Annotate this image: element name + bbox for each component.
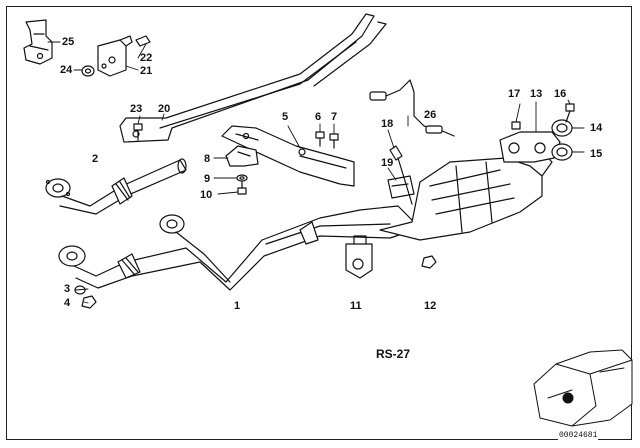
bolt-6-drawing xyxy=(315,131,325,147)
leader-lines xyxy=(47,41,585,304)
clamp-8-drawing xyxy=(225,145,259,167)
callout-7: 7 xyxy=(331,111,338,123)
callout-25: 25 xyxy=(62,36,75,48)
clip-22-drawing xyxy=(135,35,151,47)
bracket-25-drawing xyxy=(23,19,53,65)
gasket-14-drawing xyxy=(551,119,573,137)
nut-4-drawing xyxy=(81,295,97,309)
callout-5: 5 xyxy=(282,111,289,123)
hanger-5-drawing xyxy=(221,125,355,187)
callout-8: 8 xyxy=(204,153,211,165)
bracket-21-drawing xyxy=(97,35,133,77)
callout-10: 10 xyxy=(200,189,213,201)
front-pipe-2-drawing xyxy=(45,158,187,215)
clamp-19-drawing xyxy=(387,175,415,199)
callout-18: 18 xyxy=(381,118,394,130)
callout-2: 2 xyxy=(92,153,99,165)
callout-11: 11 xyxy=(350,300,362,312)
callout-19: 19 xyxy=(381,157,394,169)
callout-24: 24 xyxy=(60,64,73,76)
callout-13: 13 xyxy=(530,88,543,100)
callout-20: 20 xyxy=(158,103,171,115)
nut-12-drawing xyxy=(421,255,437,269)
mount-11-drawing xyxy=(345,235,373,279)
bolt-7-drawing xyxy=(329,133,339,149)
callout-15: 15 xyxy=(590,148,603,160)
flange-13-drawing xyxy=(499,131,561,163)
callout-12: 12 xyxy=(424,300,437,312)
oxygen-sensor-26-drawing xyxy=(369,79,455,137)
bolt-17-drawing xyxy=(511,121,521,130)
gasket-15-drawing xyxy=(551,143,573,161)
callout-22: 22 xyxy=(140,52,153,64)
callout-1: 1 xyxy=(234,300,241,312)
bolt-16-drawing xyxy=(565,103,575,123)
callout-6: 6 xyxy=(315,111,322,123)
callout-14: 14 xyxy=(590,122,603,134)
washer-9-drawing xyxy=(236,174,248,182)
car-locator-drawing xyxy=(533,349,633,427)
strap-20-drawing xyxy=(119,13,387,143)
diagram-frame xyxy=(6,6,632,440)
callout-26: 26 xyxy=(424,109,437,121)
callout-23: 23 xyxy=(130,103,143,115)
main-pipe-1-drawing xyxy=(58,205,421,291)
callout-21: 21 xyxy=(140,65,153,77)
callout-3: 3 xyxy=(64,283,71,295)
image-code-label: 00024681 xyxy=(558,431,599,440)
diagram-reference-label: RS-27 xyxy=(376,347,411,361)
callout-4: 4 xyxy=(64,297,71,309)
nut-24-drawing xyxy=(81,65,95,77)
callout-16: 16 xyxy=(554,88,567,100)
bolt-10-drawing xyxy=(237,181,247,195)
callout-17: 17 xyxy=(508,88,521,100)
callout-9: 9 xyxy=(204,173,211,185)
